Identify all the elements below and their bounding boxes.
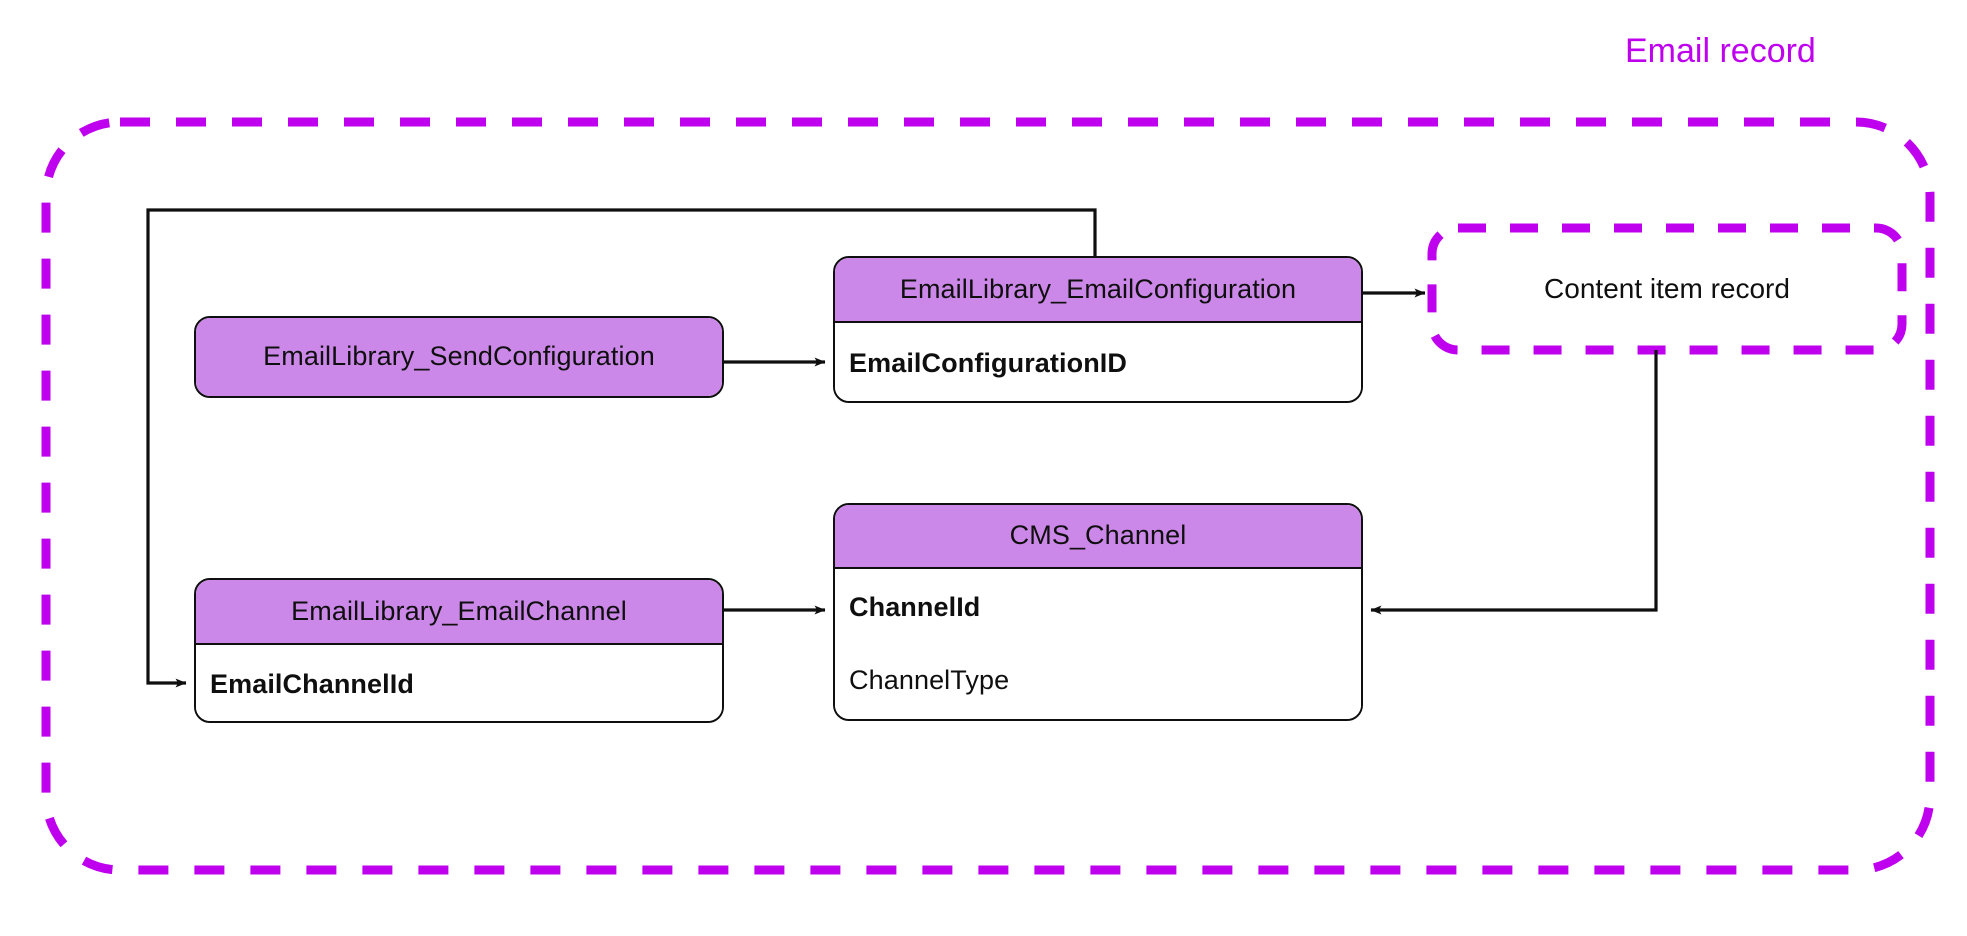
entity-header-label: EmailLibrary_EmailChannel — [196, 580, 722, 643]
entity-column-primary-key: EmailChannelId — [210, 669, 414, 699]
node-content-item-record-label: Content item record — [1544, 273, 1790, 304]
entity-emaillibrary-emailchannel[interactable]: EmailLibrary_EmailChannel EmailChannelId — [194, 578, 724, 723]
entity-column-list: ChannelId ChannelType — [835, 567, 1361, 719]
entity-column-primary-key: ChannelId — [849, 591, 981, 622]
entity-cms-channel[interactable]: CMS_Channel ChannelId ChannelType — [833, 503, 1363, 721]
entity-header-label: EmailLibrary_SendConfiguration — [196, 318, 722, 396]
entity-header-label: CMS_Channel — [835, 505, 1361, 567]
connector-contentitem-to-cmschannel — [1370, 350, 1658, 615]
entity-column: ChannelType — [849, 664, 1010, 695]
entity-emaillibrary-sendconfiguration[interactable]: EmailLibrary_SendConfiguration — [194, 316, 724, 398]
entity-column-list: EmailConfigurationID — [835, 321, 1361, 401]
group-title-email-record: Email record — [1625, 32, 1816, 70]
entity-column-primary-key: EmailConfigurationID — [849, 348, 1127, 378]
entity-column-list: EmailChannelId — [196, 643, 722, 721]
entity-header-label: EmailLibrary_EmailConfiguration — [835, 258, 1361, 321]
entity-emaillibrary-emailconfiguration[interactable]: EmailLibrary_EmailConfiguration EmailCon… — [833, 256, 1363, 403]
node-content-item-record[interactable]: Content item record — [1432, 228, 1902, 350]
